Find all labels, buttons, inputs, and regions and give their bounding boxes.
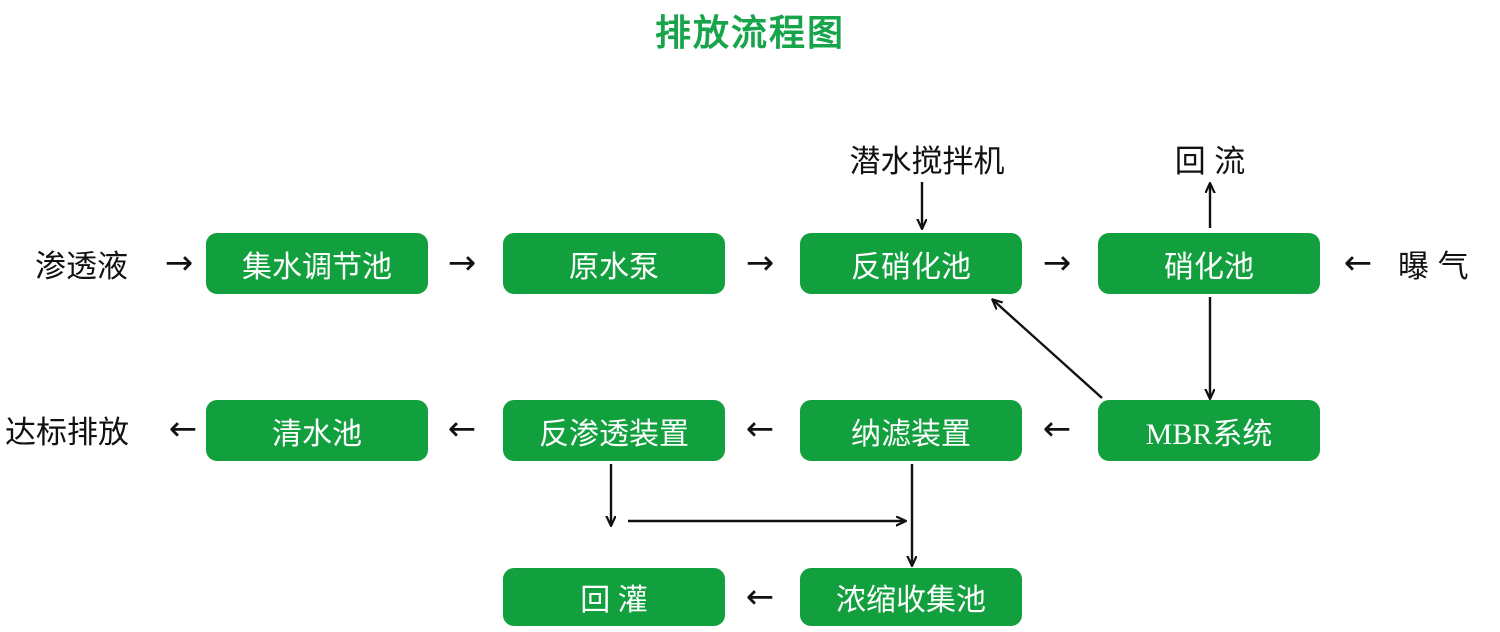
- connector-denitri-to-nitri: →: [1042, 243, 1072, 283]
- node-concentrate-pool[interactable]: 浓缩收集池: [800, 568, 1022, 626]
- connector-collect-to-rawpump: →: [447, 243, 477, 283]
- label-aeration: 曝 气: [1398, 248, 1469, 284]
- node-collect[interactable]: 集水调节池: [206, 233, 428, 294]
- node-nitrification[interactable]: 硝化池: [1098, 233, 1320, 294]
- node-reinjection[interactable]: 回 灌: [503, 568, 725, 626]
- node-mbr-system[interactable]: MBR系统: [1098, 400, 1320, 461]
- node-rawpump[interactable]: 原水泵: [503, 233, 725, 294]
- connector-concent-to-reinject: ←: [745, 577, 775, 617]
- connector-influent-to-collect: →: [164, 243, 194, 283]
- node-denitrification[interactable]: 反硝化池: [800, 233, 1022, 294]
- node-nanofiltration[interactable]: 纳滤装置: [800, 400, 1022, 461]
- label-influent: 渗透液: [35, 248, 128, 284]
- connector-ro-to-clear: ←: [447, 409, 477, 449]
- connector-mbr-to-denitri: [993, 300, 1103, 399]
- label-discharge: 达标排放: [5, 414, 129, 450]
- label-submersible-mixer: 潜水搅拌机: [849, 143, 1005, 179]
- node-reverse-osmosis[interactable]: 反渗透装置: [503, 400, 725, 461]
- label-reflux: 回 流: [1174, 143, 1246, 179]
- connector-clear-to-discharge: ←: [168, 409, 198, 449]
- connector-mbr-to-nanofil: ←: [1042, 409, 1072, 449]
- connector-nanofil-to-ro: ←: [745, 409, 775, 449]
- connector-aeration-to-nitri: ←: [1343, 243, 1373, 283]
- page-title: 排放流程图: [654, 12, 845, 53]
- node-clearwater[interactable]: 清水池: [206, 400, 428, 461]
- connector-rawpump-to-denitri: →: [745, 243, 775, 283]
